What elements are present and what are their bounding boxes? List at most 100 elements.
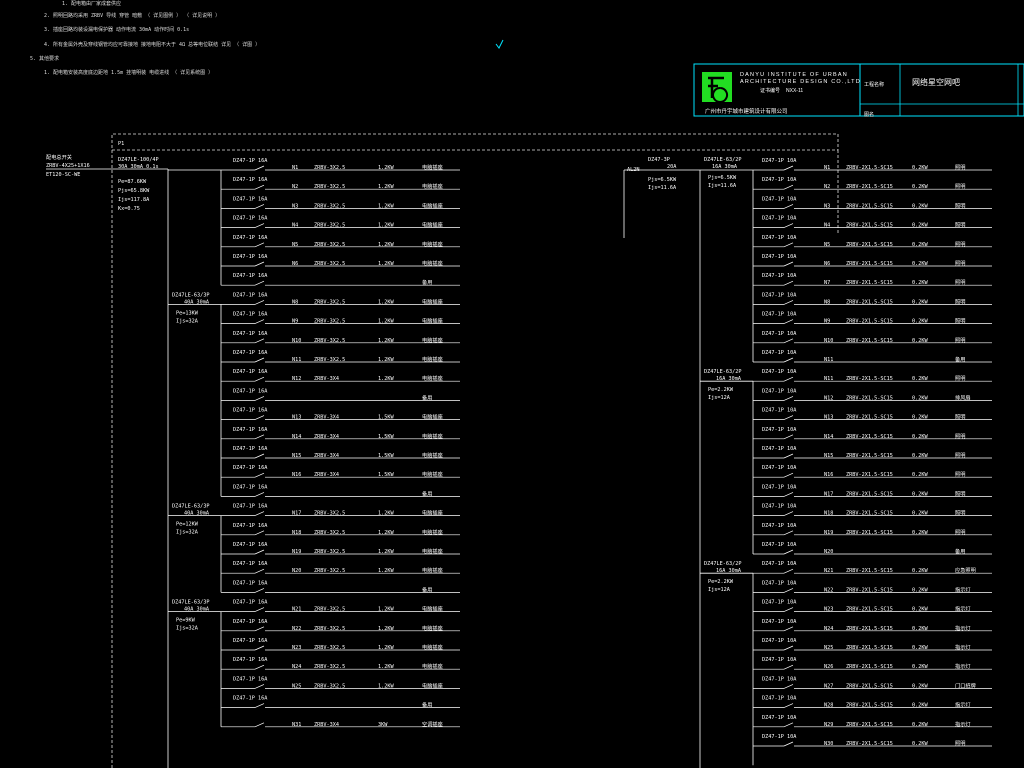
breaker-label: DZ47-1P 16A	[233, 600, 268, 606]
circuit-power: 0.2KW	[912, 530, 928, 536]
circuit-use: 电脑插座	[422, 451, 443, 459]
circuit-power: 1.2KW	[378, 203, 394, 209]
company-logo	[702, 72, 732, 103]
circuit-number: N9	[292, 319, 298, 325]
breaker-label: DZ47-1P 10A	[762, 292, 797, 298]
design-note: 1. 配电箱安装高度底边距地 1.5m 挂墙明装 电缆进线 （ 详见系统图 ）	[44, 70, 214, 76]
circuit-power: 0.2KW	[912, 242, 928, 248]
breaker-label: DZ47-1P 16A	[233, 196, 268, 202]
circuit-number: N29	[824, 722, 833, 728]
circuit-use: 电脑插座	[422, 336, 443, 344]
cable-spec: ZRBV-2X1.5-SC15	[846, 607, 893, 613]
circuit-power: 1.2KW	[378, 511, 394, 517]
breaker-label: DZ47-1P 16A	[233, 580, 268, 586]
breaker-label: DZ47-1P 16A	[233, 561, 268, 567]
breaker-label: DZ47-1P 10A	[762, 676, 797, 682]
circuit-use: 电脑插座	[422, 374, 443, 382]
cable-spec: ZRBV-2X1.5-SC15	[846, 645, 893, 651]
circuit-number: N4	[292, 223, 298, 229]
circuit-use: 照明	[955, 452, 965, 459]
cable-spec: ZRBV-2X1.5-SC15	[846, 453, 893, 459]
cable-spec: ZRBV-2X1.5-SC15	[846, 395, 893, 401]
circuit-use: 电脑插座	[422, 681, 443, 689]
breaker-label: DZ47-1P 10A	[762, 580, 797, 586]
circuit-use: 备用	[422, 701, 432, 709]
breaker-label: DZ47-1P 16A	[233, 235, 268, 241]
cable-spec: ZRBV-2X1.5-SC15	[846, 261, 893, 267]
circuit-power: 0.2KW	[912, 299, 928, 305]
circuit-use: 电脑插座	[422, 355, 443, 363]
cable-spec: ZRBV-3X2.5	[314, 242, 345, 248]
cursor-check-icon	[495, 39, 504, 49]
breaker-label: DZ47-1P 10A	[762, 465, 797, 471]
circuit-use: 指示灯	[955, 720, 971, 728]
circuit-number: N15	[824, 453, 833, 459]
circuit-use: 照明	[955, 222, 965, 229]
circuit-use: 照明	[955, 414, 965, 421]
